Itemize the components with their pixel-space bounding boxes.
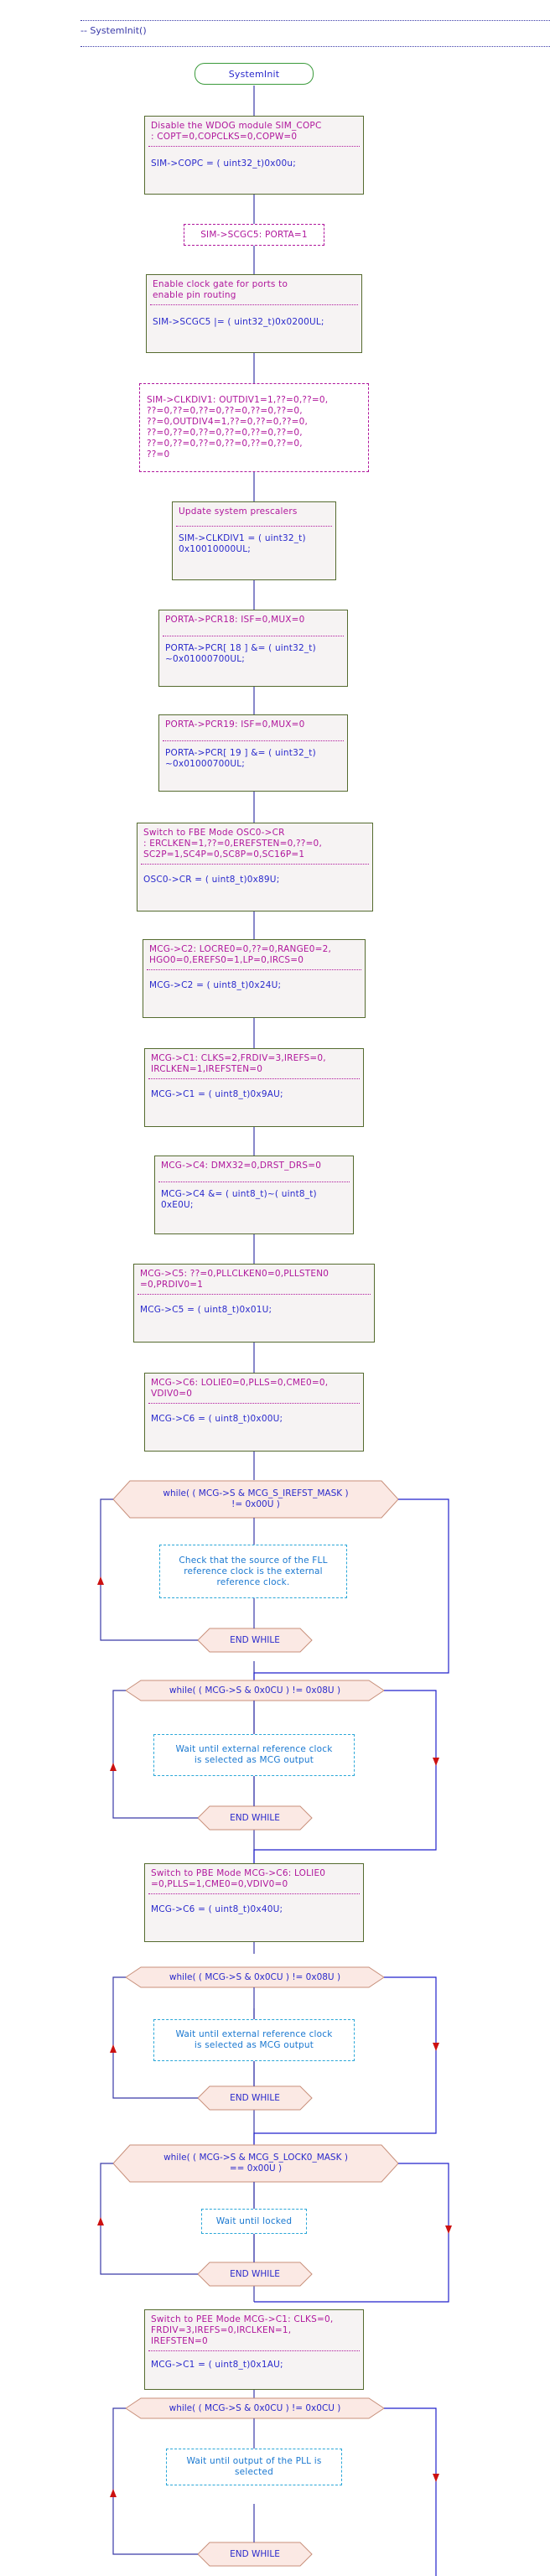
- block-disable-wdog: Disable the WDOG module SIM_COPC : COPT=…: [144, 116, 364, 195]
- loop1-shape: [97, 1480, 449, 1690]
- loop4-end: END WHILE: [230, 2269, 280, 2279]
- loop3-body: Wait until external reference clock is s…: [153, 2019, 355, 2061]
- block-comment: MCG->C6: LOLIE0=0,PLLS=0,CME0=0, VDIV0=0: [151, 1378, 329, 1399]
- block-comment: MCG->C5: ??=0,PLLCLKEN0=0,PLLSTEN0 =0,PR…: [140, 1269, 329, 1290]
- header-rule-bottom: [80, 46, 550, 47]
- block-comment: Enable clock gate for ports to enable pi…: [153, 279, 288, 300]
- block-comment: PORTA->PCR19: ISF=0,MUX=0: [165, 719, 305, 730]
- divider: [141, 864, 369, 865]
- loop5-shape: [110, 2397, 439, 2576]
- block-code: SIM->SCGC5 |= ( uint32_t)0x0200UL;: [153, 317, 324, 327]
- divider: [176, 526, 332, 527]
- block-code: MCG->C6 = ( uint8_t)0x40U;: [151, 1904, 283, 1914]
- block-comment: MCG->C4: DMX32=0,DRST_DRS=0: [161, 1161, 322, 1171]
- block-code: PORTA->PCR[ 19 ] &= ( uint32_t) ~0x01000…: [165, 748, 316, 769]
- loop5-body: Wait until output of the PLL is selected: [166, 2449, 342, 2485]
- block-code: OSC0->CR = ( uint8_t)0x89U;: [143, 875, 280, 885]
- loop2-end: END WHILE: [230, 1813, 280, 1823]
- block-code: MCG->C1 = ( uint8_t)0x1AU;: [151, 2360, 283, 2370]
- loop1-condition: while( ( MCG->S & MCG_S_IREFST_MASK ) !=…: [163, 1488, 349, 1509]
- header-rule-top: [80, 20, 550, 21]
- block-comment: MCG->C2: LOCRE0=0,??=0,RANGE0=2, HGO0=0,…: [149, 944, 332, 965]
- divider: [148, 1078, 360, 1079]
- block-mcg-c5: MCG->C5: ??=0,PLLCLKEN0=0,PLLSTEN0 =0,PR…: [133, 1264, 375, 1343]
- loop4-shape: [97, 2144, 452, 2303]
- loop4-body: Wait until locked: [201, 2209, 307, 2234]
- block-code: PORTA->PCR[ 18 ] &= ( uint32_t) ~0x01000…: [165, 643, 316, 664]
- loop2-body: Wait until external reference clock is s…: [153, 1734, 355, 1776]
- divider: [148, 146, 360, 147]
- block-comment: Update system prescalers: [179, 506, 298, 517]
- block-comment: Switch to PEE Mode MCG->C1: CLKS=0, FRDI…: [151, 2314, 334, 2346]
- block-code: MCG->C2 = ( uint8_t)0x24U;: [149, 980, 282, 990]
- loop1-body: Check that the source of the FLL referen…: [159, 1545, 347, 1598]
- divider: [148, 1893, 360, 1894]
- divider: [147, 969, 361, 970]
- block-mcg-c4: MCG->C4: DMX32=0,DRST_DRS=0 MCG->C4 &= (…: [154, 1156, 354, 1234]
- block-porta-pcr18: PORTA->PCR18: ISF=0,MUX=0 PORTA->PCR[ 18…: [158, 610, 348, 687]
- loop2-condition: while( ( MCG->S & 0x0CU ) != 0x08U ): [169, 1685, 341, 1696]
- block-code: MCG->C5 = ( uint8_t)0x01U;: [140, 1305, 272, 1315]
- block-comment: Disable the WDOG module SIM_COPC : COPT=…: [151, 121, 322, 142]
- block-comment: Switch to FBE Mode OSC0->CR : ERCLKEN=1,…: [143, 828, 322, 860]
- loop3-end: END WHILE: [230, 2093, 280, 2103]
- block-mcg-c2: MCG->C2: LOCRE0=0,??=0,RANGE0=2, HGO0=0,…: [143, 939, 366, 1018]
- block-code: SIM->COPC = ( uint32_t)0x00u;: [151, 158, 296, 169]
- loop4-condition: while( ( MCG->S & MCG_S_LOCK0_MASK ) == …: [163, 2153, 348, 2174]
- block-enable-clock-gate: Enable clock gate for ports to enable pi…: [146, 274, 362, 353]
- block-porta-pcr19: PORTA->PCR19: ISF=0,MUX=0 PORTA->PCR[ 19…: [158, 714, 348, 792]
- function-title: -- SystemInit(): [80, 25, 147, 36]
- loop5-condition: while( ( MCG->S & 0x0CU ) != 0x0CU ): [169, 2402, 341, 2413]
- loop2-shape: [110, 1680, 439, 1863]
- loop5-end: END WHILE: [230, 2549, 280, 2559]
- block-code: MCG->C1 = ( uint8_t)0x9AU;: [151, 1089, 283, 1099]
- divider: [138, 1294, 371, 1295]
- start-terminal: SystemInit: [195, 63, 314, 85]
- block-comment: PORTA->PCR18: ISF=0,MUX=0: [165, 615, 305, 625]
- block-comment: MCG->C1: CLKS=2,FRDIV=3,IREFS=0, IRCLKEN…: [151, 1053, 326, 1074]
- block-comment: Switch to PBE Mode MCG->C6: LOLIE0 =0,PL…: [151, 1868, 326, 1889]
- divider: [150, 304, 358, 305]
- block-code: MCG->C6 = ( uint8_t)0x00U;: [151, 1414, 283, 1424]
- block-scgc5-porta: SIM->SCGC5: PORTA=1: [184, 224, 324, 246]
- block-mcg-c1: MCG->C1: CLKS=2,FRDIV=3,IREFS=0, IRCLKEN…: [144, 1048, 364, 1127]
- block-pee: Switch to PEE Mode MCG->C1: CLKS=0, FRDI…: [144, 2309, 364, 2390]
- block-switch-pbe: Switch to PBE Mode MCG->C6: LOLIE0 =0,PL…: [144, 1863, 364, 1942]
- divider: [148, 2350, 360, 2351]
- block-code: SIM->CLKDIV1 = ( uint32_t) 0x10010000UL;: [179, 533, 306, 554]
- loop3-condition: while( ( MCG->S & 0x0CU ) != 0x08U ): [169, 1971, 341, 1982]
- loop3-shape: [110, 1966, 439, 2145]
- block-mcg-c6: MCG->C6: LOLIE0=0,PLLS=0,CME0=0, VDIV0=0…: [144, 1373, 364, 1452]
- block-switch-fbe: Switch to FBE Mode OSC0->CR : ERCLKEN=1,…: [137, 823, 373, 911]
- block-update-prescalers: Update system prescalers SIM->CLKDIV1 = …: [172, 501, 336, 580]
- divider: [163, 740, 344, 741]
- block-code: MCG->C4 &= ( uint8_t)~( uint8_t) 0xE0U;: [161, 1189, 317, 1210]
- divider: [148, 1403, 360, 1404]
- loop1-end: END WHILE: [230, 1635, 280, 1645]
- block-clkdiv1-bits: SIM->CLKDIV1: OUTDIV1=1,??=0,??=0, ??=0,…: [139, 383, 369, 472]
